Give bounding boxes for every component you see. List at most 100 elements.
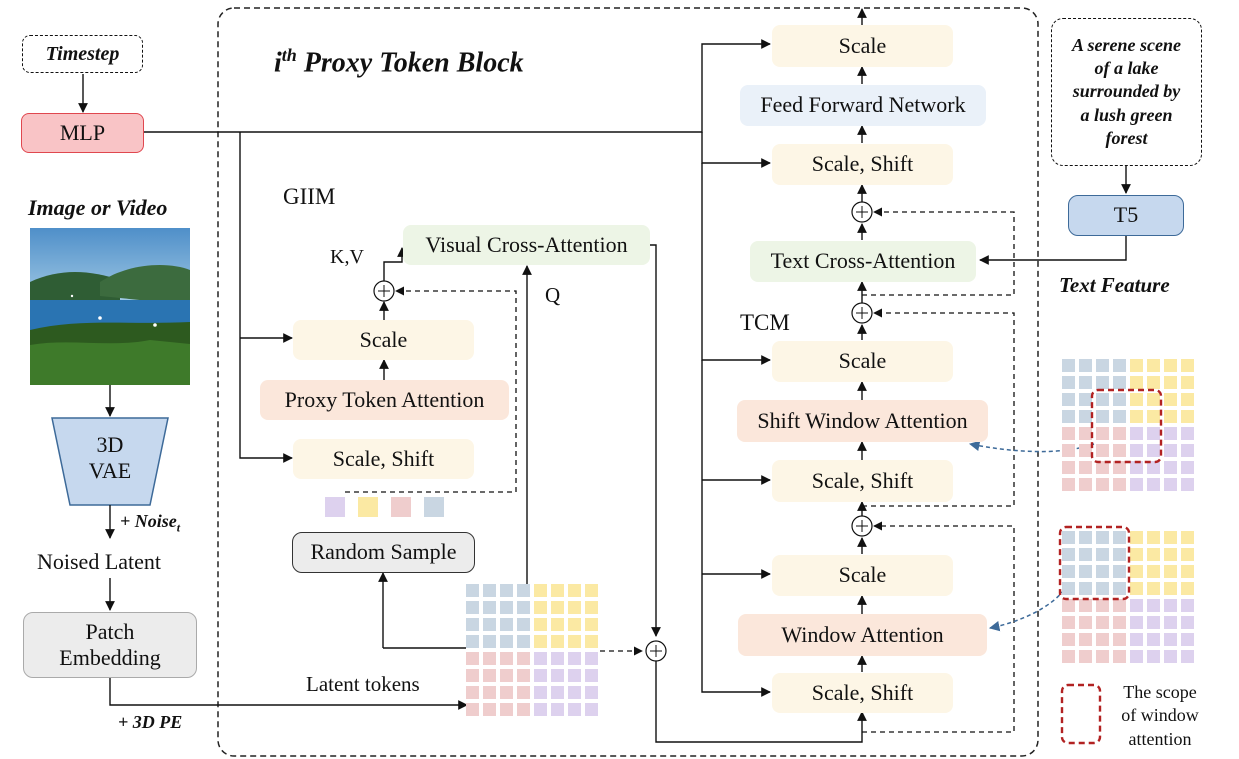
token-cell — [1164, 461, 1177, 474]
token-cell — [1079, 461, 1092, 474]
token-cell — [1147, 531, 1160, 544]
token-cell — [568, 652, 581, 665]
token-cell — [551, 584, 564, 597]
legend-scope-label: The scope of window attention — [1121, 681, 1199, 749]
token-cell — [1130, 633, 1143, 646]
token-cell — [534, 686, 547, 699]
token-cell — [500, 686, 513, 699]
token-cell — [1079, 599, 1092, 612]
token-cell — [1181, 427, 1194, 440]
q-label: Q — [545, 283, 561, 307]
token-cell — [568, 635, 581, 648]
token-cell — [585, 686, 598, 699]
ffn-box: Feed Forward Network — [740, 85, 986, 126]
token-cell — [1096, 582, 1109, 595]
token-cell — [585, 652, 598, 665]
token-cell — [1062, 531, 1075, 544]
lake-image — [30, 228, 190, 385]
token-cell — [1113, 444, 1126, 457]
token-cell — [1164, 359, 1177, 372]
noise-label: + Noiset — [120, 511, 180, 536]
token-cell — [585, 635, 598, 648]
token-cell — [585, 669, 598, 682]
token-cell — [1096, 359, 1109, 372]
token-cell — [534, 652, 547, 665]
token-cell — [568, 669, 581, 682]
token-cell — [1164, 616, 1177, 629]
image-or-video-label: Image or Video — [28, 195, 168, 220]
token-cell — [1113, 582, 1126, 595]
token-cell — [1181, 599, 1194, 612]
token-cell — [1164, 650, 1177, 663]
token-cell — [1147, 461, 1160, 474]
legend-scope-box — [1060, 683, 1102, 745]
token-cell — [568, 601, 581, 614]
token-cell — [1062, 427, 1075, 440]
token-cell — [483, 652, 496, 665]
token-cell — [1147, 444, 1160, 457]
token-cell — [534, 669, 547, 682]
shift-window-token-grid — [1062, 359, 1194, 491]
token-cell — [1113, 410, 1126, 423]
window-attention-box: Window Attention — [738, 614, 987, 656]
token-cell — [1147, 565, 1160, 578]
noise-text: + Noise — [120, 511, 177, 531]
token-cell — [1096, 599, 1109, 612]
token-cell — [1164, 376, 1177, 389]
token-cell — [1164, 582, 1177, 595]
token-cell — [517, 618, 530, 631]
block-title-i: i — [274, 47, 282, 79]
token-cell — [1062, 376, 1075, 389]
token-cell — [1062, 461, 1075, 474]
token-cell — [483, 635, 496, 648]
token-cell — [1062, 565, 1075, 578]
token-cell — [1079, 376, 1092, 389]
token-cell — [1113, 565, 1126, 578]
token-cell — [1062, 410, 1075, 423]
token-cell — [466, 618, 479, 631]
token-cell — [1147, 359, 1160, 372]
token-cell — [1079, 650, 1092, 663]
token-cell — [551, 686, 564, 699]
token-cell — [517, 703, 530, 716]
proxy-token-block-frame — [217, 7, 1039, 757]
token-cell — [1113, 393, 1126, 406]
token-cell — [517, 652, 530, 665]
vae-label: 3D VAE — [88, 431, 132, 483]
pe-label: + 3D PE — [118, 712, 183, 732]
token-cell — [1079, 444, 1092, 457]
token-cell — [1147, 616, 1160, 629]
token-cell — [1147, 548, 1160, 561]
token-cell — [1164, 565, 1177, 578]
token-cell — [1130, 582, 1143, 595]
block-title-sup: th — [281, 45, 297, 65]
token-cell — [1113, 427, 1126, 440]
giim-scale-shift-box: Scale, Shift — [293, 439, 474, 479]
token-cell — [1096, 616, 1109, 629]
token-cell — [1096, 633, 1109, 646]
token-cell — [517, 686, 530, 699]
token-cell — [1113, 650, 1126, 663]
token-cell — [1062, 359, 1075, 372]
token-cell — [483, 703, 496, 716]
token-cell — [1096, 548, 1109, 561]
token-cell — [551, 601, 564, 614]
token-cell — [1181, 616, 1194, 629]
token-cell — [1181, 444, 1194, 457]
token-cell — [1181, 478, 1194, 491]
token-cell — [483, 601, 496, 614]
token-cell — [1079, 616, 1092, 629]
token-cell — [534, 584, 547, 597]
token-cell — [1147, 582, 1160, 595]
tcm-scale-shift-2-box: Scale, Shift — [772, 673, 953, 713]
token-cell — [1130, 650, 1143, 663]
token-cell — [1130, 616, 1143, 629]
token-cell — [1096, 444, 1109, 457]
token-cell — [1096, 427, 1109, 440]
t5-box: T5 — [1068, 195, 1184, 236]
token-cell — [500, 669, 513, 682]
vae-shape — [51, 417, 169, 506]
token-cell — [1181, 565, 1194, 578]
token-cell — [466, 686, 479, 699]
